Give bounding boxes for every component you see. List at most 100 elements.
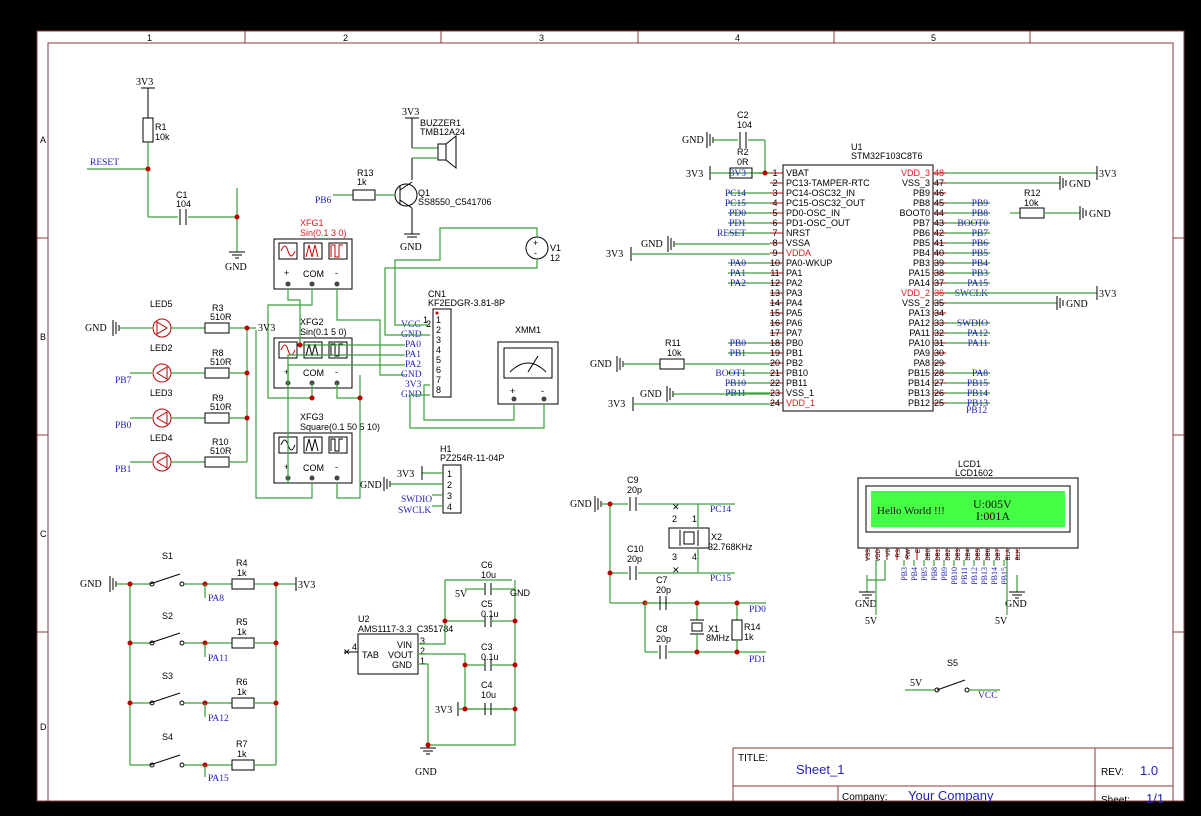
u1-pin-number: 25 [934,398,944,408]
u1-left-net: RESET [717,229,746,239]
generator-wires [255,289,405,499]
multimeter-xmm1[interactable]: XMM1 +- [409,325,559,429]
switch-s4-icon[interactable] [149,754,181,766]
u1-right-net: PB15 [967,379,988,389]
ref-s3: S3 [162,671,173,681]
u1-pin-number: 24 [770,398,780,408]
u1-right-net: SWDIO [957,319,988,329]
val-r14: 1k [744,632,754,642]
ref-r9: R9 [212,393,224,403]
led5-icon[interactable] [152,318,172,338]
val-v1: 12 [550,253,560,263]
u1-pin-name: PA1 [786,268,802,278]
u1-pin-name: PB13 [908,388,930,398]
ref-q1: Q1 [418,188,430,198]
ref-xmm1: XMM1 [515,325,541,335]
u1-pin-name: VBAT [786,168,809,178]
net-label-3v3: 3V3 [686,169,703,180]
svg-text:4: 4 [436,345,441,355]
ref-led4: LED4 [150,433,173,443]
ref-s5: S5 [947,658,958,668]
svg-text:6: 6 [436,365,441,375]
u1-left-net: PA2 [730,279,746,289]
crystal-x1[interactable]: X1 8MHz [690,603,730,652]
ref-r10: R10 [212,437,229,447]
col-label: 5 [931,33,936,43]
net-label-pa11: PA11 [208,654,229,664]
net-label-gnd: GND [85,323,107,334]
ref-c1: C1 [176,190,188,200]
ref-r14: R14 [744,622,761,632]
val-cn1: KF2EDGR-3.81-8P [428,298,505,308]
net-label-3v3: 3V3 [606,249,623,260]
u1-pin-name: BOOT0 [899,208,930,218]
u1-right-net: PA8 [972,369,988,379]
col-label: 1 [147,33,152,43]
net-label-5v: 5V [910,678,923,689]
u1-left-net: PB0 [730,339,747,349]
val-c10: 20p [627,554,642,564]
mcu-power-left: GND C2 104 3V3 R2 0R GND 3V3 GND R11 10k… [590,110,770,411]
u1-pin-name: PB7 [913,218,930,228]
lcd-pin-net: PB5 [920,567,929,581]
regulator-u2[interactable]: U2 AMS1117-3.3_C351784 TAB VIN VOUT GND … [343,560,531,778]
row-label: B [40,332,46,342]
net-label-vcc: VCC [978,691,998,701]
company-value: Your Company [908,788,994,803]
u1-pin-number: 46 [934,188,944,198]
col-label: 3 [539,33,544,43]
u1-right-net: PB9 [972,199,989,209]
switch-s5[interactable]: S5 5V VCC [905,658,1000,701]
col-label: 2 [343,33,348,43]
u1-pin-name: PB5 [913,238,930,248]
ref-r13: R13 [357,168,374,178]
lcd-pin-name: DB5 [976,548,982,560]
u1-left-net: PC14 [725,189,746,199]
svg-text:+: + [284,462,289,472]
val-h1: PZ254R-11-04P [440,453,504,463]
net-label-pd0: PD0 [749,605,766,615]
led3-icon[interactable] [152,408,172,428]
led4-icon[interactable] [152,452,172,472]
switch-s2-icon[interactable] [149,632,181,644]
ref-led2: LED2 [150,343,173,353]
switch-s1-icon[interactable] [149,573,181,585]
net-label-gnd: GND [360,480,382,491]
cn1-pin-label: 3V3 [405,380,422,390]
header-h1[interactable]: H1 PZ254R-11-04P 1 2 3 4 3V3 GND SWDIO S… [360,444,504,516]
function-generator-xfg3[interactable]: XFG3 Square(0.1 50 5 10) + COM - [273,412,380,484]
led2-icon[interactable] [152,363,172,383]
u1-left-net: PD1 [729,219,746,229]
u1-pin-number: 34 [934,308,944,318]
u1-pin-name: PB6 [913,228,930,238]
net-label-swclk: SWCLK [398,506,431,516]
u1-right-net: PA11 [968,339,989,349]
u1-pin-name: PA5 [786,308,802,318]
svg-text:-: - [335,367,338,377]
u1-pin-name: PA9 [914,348,930,358]
function-generator-xfg1[interactable]: XFG1 Sin(0.1 3 0) + COM - [273,218,353,290]
u1-left-net: 3V3 [730,169,747,179]
net-label-reset: RESET [90,158,119,168]
net-label-pc15: PC15 [710,574,731,584]
u1-pin-name: PA10 [909,338,930,348]
lcd-lcd1[interactable]: LCD1 LCD1602 Hello World !!! U:005V I:00… [855,459,1079,627]
col-label: 4 [735,33,740,43]
lcd-pin-name: DB0 [926,548,932,560]
ref-xfg2: XFG2 [300,317,324,327]
val-c2: 104 [737,120,752,130]
lcd-pin-net: PB4 [910,567,919,581]
svg-text:4: 4 [692,552,697,562]
net-label-pb1: PB1 [115,465,132,475]
ref-u1: U1 [851,142,863,152]
u1-pin-name: PA2 [786,278,802,288]
u1-pin-name: PA12 [909,318,930,328]
u1-right-net: PB14 [967,389,988,399]
switch-s3-icon[interactable] [149,692,181,704]
ref-s1: S1 [162,551,173,561]
svg-text:1: 1 [420,656,425,666]
voltage-source-v1[interactable]: +- V1 12 [384,227,561,336]
